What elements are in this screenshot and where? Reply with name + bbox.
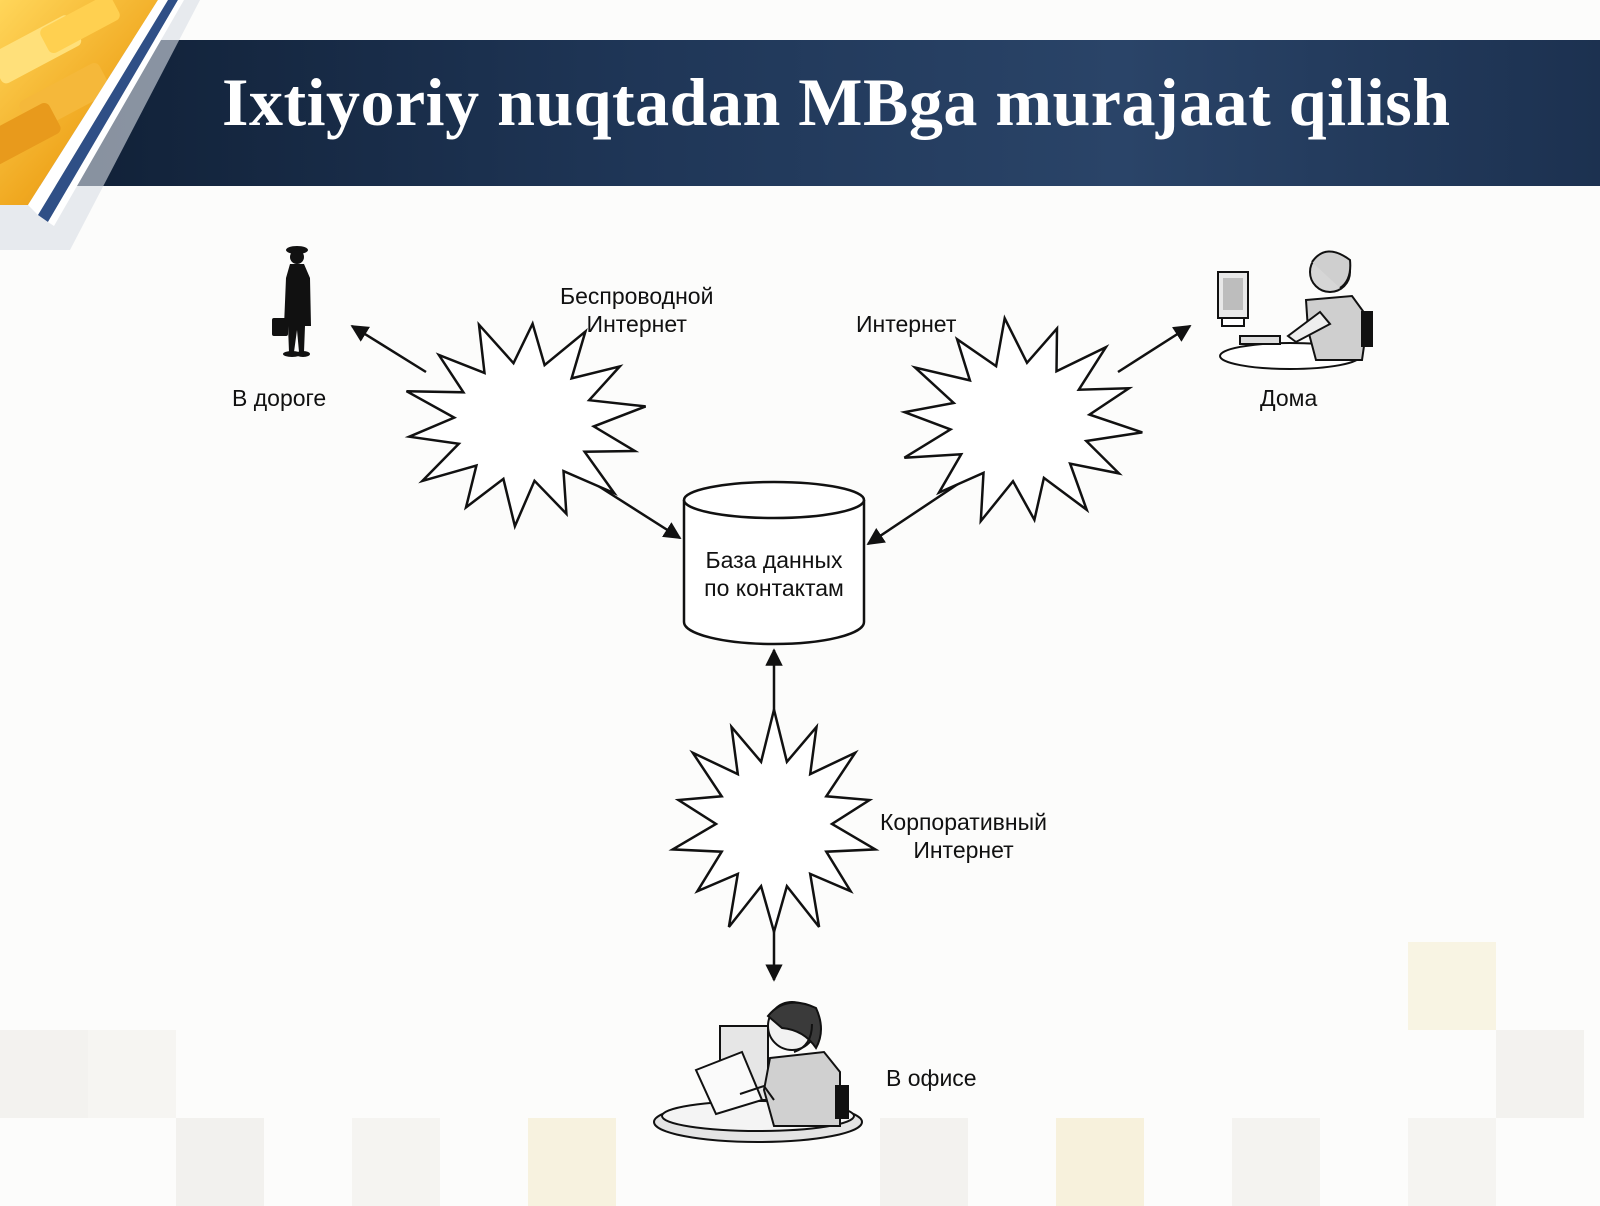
starburst-icon-internet [899,314,1143,525]
arrow-internet-to-database [866,482,959,546]
label-wireless-line1: Беспроводной [560,283,714,309]
traveler-silhouette-icon [272,246,311,357]
office-headset-worker-icon [653,1001,863,1143]
arrow-wireless-to-database [591,480,682,540]
home-computer-user-icon [1217,250,1373,370]
label-wireless-network: Беспроводной Интернет [560,282,713,338]
label-database-line1: База данных [705,547,843,573]
label-database-line2: по контактам [704,575,844,601]
label-corporate-line1: Корпоративный [880,809,1047,835]
arrow-internet-to-home [1117,324,1192,374]
header-bar [0,40,1600,186]
database-cylinder-icon [682,480,866,646]
label-on-road: В дороге [232,385,327,411]
label-internet-network: Интернет [856,310,956,338]
arrow-wireless-to-road [350,324,427,374]
label-home: Дома [1260,385,1318,411]
label-corporate-line2: Интернет [913,837,1014,863]
label-corporate-network: Корпоративный Интернет [880,808,1047,864]
label-internet-line1: Интернет [856,311,957,337]
label-wireless-line2: Интернет [586,311,687,337]
starburst-icon-corporate [668,709,880,937]
starburst-icon-wireless [404,320,647,531]
gold-bars-corner-image [0,0,200,250]
label-database: База данных по контактам [690,546,858,602]
slide-title: Ixtiyoriy nuqtadan MBga murajaat qilish [222,64,1451,140]
label-in-office: В офисе [886,1065,977,1091]
